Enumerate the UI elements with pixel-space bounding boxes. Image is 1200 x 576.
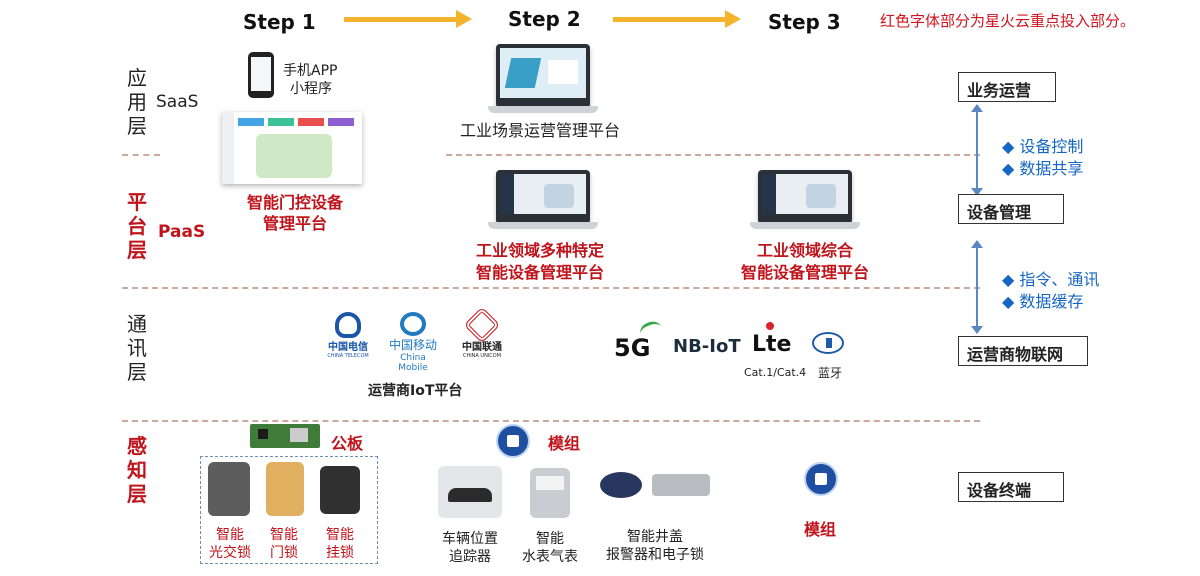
door-platform-title-1: 智能门控设备	[246, 193, 343, 212]
bullet-data-sharing: ◆ 数据共享	[1002, 159, 1084, 178]
arrow-1	[344, 17, 456, 22]
door-platform-title-2: 管理平台	[262, 214, 327, 233]
device-1-label-2: 追踪器	[449, 549, 491, 565]
module-label: 模组	[548, 434, 581, 453]
module-chip-icon-2	[804, 462, 838, 496]
separator-comm	[122, 420, 980, 422]
china-telecom-logo: 中国电信 CHINA TELECOM	[322, 312, 374, 359]
lock-2-label-2: 门锁	[270, 545, 298, 561]
vehicle-tracker-image	[438, 466, 502, 518]
door-lock-image	[266, 462, 304, 516]
saas-platform-title: 工业场景运营管理平台	[459, 121, 620, 140]
china-telecom-cn: 中国电信	[328, 342, 368, 353]
padlock-image	[320, 466, 360, 514]
water-gas-meter-image	[530, 468, 570, 518]
lte-logo: Lte	[752, 332, 792, 357]
separator-app-left	[122, 154, 160, 156]
optical-lock-image	[208, 462, 250, 516]
lte-caption: Cat.1/Cat.4	[744, 366, 807, 379]
separator-platform	[122, 287, 980, 289]
china-mobile-cn: 中国移动	[388, 338, 437, 352]
nb-iot-logo: NB-IoT	[673, 336, 741, 357]
manhole-alarm-image	[600, 472, 642, 498]
china-mobile-en: China Mobile	[398, 353, 428, 373]
legend-note: 红色字体部分为星火云重点投入部分。	[880, 12, 1136, 30]
layer-app-label: 应用层	[127, 66, 147, 138]
arrow-2-head	[725, 10, 741, 28]
layer-app-en: SaaS	[156, 92, 199, 112]
carrier-iot-box: 运营商物联网	[958, 336, 1088, 366]
carrier-iot-platform-title: 运营商IoT平台	[368, 383, 463, 399]
china-unicom-logo: 中国联通 CHINA UNICOM	[456, 306, 508, 359]
step-1: Step 1	[243, 10, 316, 34]
lte-signal-icon	[766, 322, 774, 330]
saas-monitor	[488, 44, 598, 113]
integrated-platform-monitor	[750, 170, 860, 229]
module-label-2: 模组	[804, 520, 837, 539]
device-mgmt-box: 设备管理	[958, 194, 1064, 224]
updown-arrow-1-bottom	[971, 188, 983, 196]
integrated-platform-title-1: 工业领域综合	[756, 241, 853, 260]
bluetooth-caption: 蓝牙	[818, 366, 843, 380]
updown-arrow-2-bottom	[971, 326, 983, 334]
device-2-label-1: 智能	[536, 531, 564, 547]
layer-platform-label: 平台层	[127, 190, 147, 262]
multi-platform-title-2: 智能设备管理平台	[475, 263, 604, 282]
step-3: Step 3	[768, 10, 841, 34]
lock-group-frame	[200, 456, 378, 564]
step-2: Step 2	[508, 7, 581, 31]
device-3-label-2: 报警器和电子锁	[606, 547, 704, 563]
electronic-lock-image	[652, 474, 710, 496]
arrow-2	[613, 17, 725, 22]
lock-3-label-1: 智能	[326, 527, 354, 543]
multi-platform-monitor	[488, 170, 598, 229]
phone-image	[248, 52, 274, 98]
lock-3-label-2: 挂锁	[326, 545, 354, 561]
arrow-1-head	[456, 10, 472, 28]
bluetooth-icon	[812, 332, 844, 354]
updown-arrow-2	[976, 244, 978, 328]
bullet-command-comm: ◆ 指令、通讯	[1002, 270, 1100, 289]
lock-1-label-1: 智能	[216, 527, 244, 543]
multi-platform-title-1: 工业领域多种特定	[475, 241, 604, 260]
phone-label-mini: 小程序	[290, 81, 332, 97]
layer-comm-label: 通讯层	[127, 312, 147, 384]
lock-1-label-2: 光交锁	[209, 545, 251, 561]
device-2-label-2: 水表气表	[522, 549, 578, 565]
device-3-label-1: 智能井盖	[627, 529, 683, 545]
phone-label-app: 手机APP	[283, 63, 338, 79]
public-board-image	[250, 424, 320, 448]
layer-sense-label: 感知层	[127, 434, 147, 506]
5g-logo: 5G	[614, 334, 651, 362]
separator-app-right	[446, 154, 980, 156]
layer-platform-en: PaaS	[158, 222, 206, 242]
updown-arrow-1	[976, 108, 978, 190]
module-chip-icon	[496, 424, 530, 458]
updown-arrow-1-top	[971, 104, 983, 112]
china-telecom-en: CHINA TELECOM	[327, 353, 369, 359]
5g-wave-icon	[637, 318, 665, 343]
updown-arrow-2-top	[971, 240, 983, 248]
lock-2-label-1: 智能	[270, 527, 298, 543]
china-unicom-cn: 中国联通	[462, 342, 502, 353]
china-unicom-en: CHINA UNICOM	[462, 353, 502, 359]
bullet-data-cache: ◆ 数据缓存	[1002, 292, 1084, 311]
china-mobile-logo: 中国移动 China Mobile	[384, 312, 442, 373]
biz-ops-box: 业务运营	[958, 72, 1056, 102]
device-1-label-1: 车辆位置	[442, 531, 498, 547]
door-platform-screenshot	[222, 112, 362, 184]
integrated-platform-title-2: 智能设备管理平台	[740, 263, 869, 282]
device-terminal-box: 设备终端	[958, 472, 1064, 502]
bullet-device-control: ◆ 设备控制	[1002, 137, 1084, 156]
board-label: 公板	[331, 434, 364, 453]
